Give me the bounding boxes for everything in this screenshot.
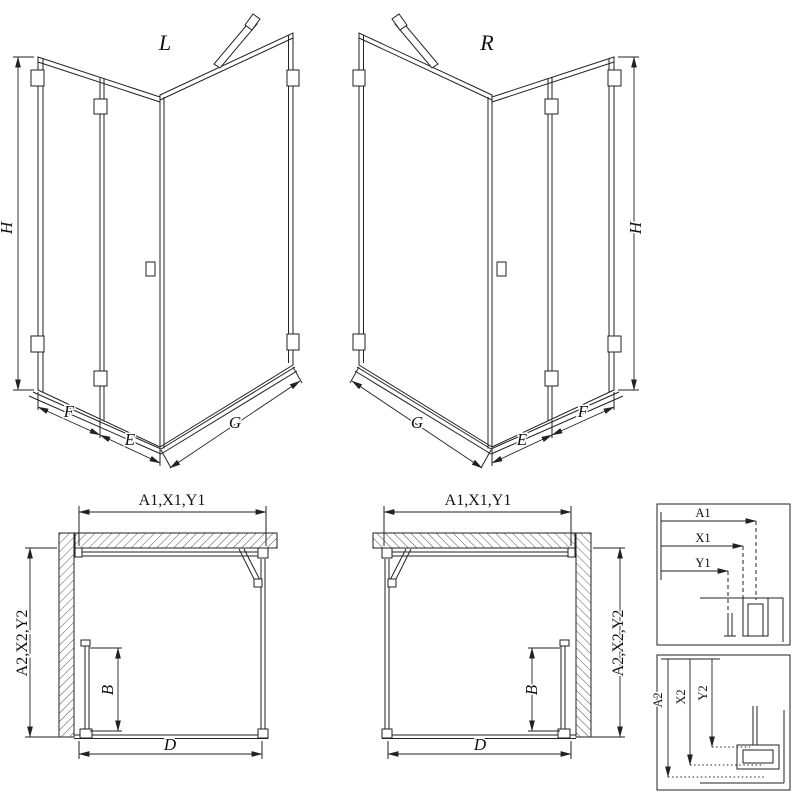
iso-right-geometry (350, 14, 639, 468)
detail-label-a2: A2 (651, 692, 665, 707)
detail-box-frame-bottom (656, 654, 791, 791)
plan-right-geometry (373, 506, 625, 759)
detail-panel-horizontal: A1 X1 Y1 (656, 503, 791, 646)
detail-label-a1: A1 (695, 506, 710, 520)
view-letter-right: R (479, 30, 494, 55)
detail-box-frame-top (656, 503, 791, 646)
plan-left-side-dim-label: A2,X2,Y2 (14, 610, 31, 677)
detail-top-dimensions (660, 512, 757, 613)
plan-right-top-dim-label: A1,X1,Y1 (445, 492, 512, 509)
detail-bottom-dimensions (661, 658, 764, 778)
detail-label-x1: X1 (695, 531, 710, 545)
dim-label-door-right: E (516, 430, 528, 449)
plan-right-door-dim-label: B (522, 684, 541, 695)
wall-profile-section-top (700, 597, 784, 642)
dim-label-fixed-right: F (577, 402, 589, 421)
dim-label-door-left: E (124, 430, 136, 449)
plan-view-right: A1,X1,Y1 A2,X2,Y2 B D (373, 491, 629, 759)
iso-view-left: L H F E G (0, 14, 302, 468)
plan-left-geometry (25, 506, 277, 759)
plan-left-entry-dim-label: D (163, 735, 177, 754)
plan-left-top-dim-label: A1,X1,Y1 (139, 492, 206, 509)
plan-right-entry-dim-label: D (473, 735, 487, 754)
detail-label-y2: Y2 (696, 685, 710, 700)
plan-view-left: A1,X1,Y1 A2,X2,Y2 B D (13, 491, 277, 759)
threshold-profile-section-bottom (700, 706, 785, 784)
iso-left-geometry (13, 14, 302, 468)
view-letter-left: L (158, 30, 171, 55)
plan-left-door-dim-label: B (98, 684, 117, 695)
detail-label-x2: X2 (674, 689, 688, 704)
iso-view-right: R H F E G (350, 14, 647, 468)
plan-right-side-dim-label: A2,X2,Y2 (610, 610, 627, 677)
dim-label-fixed-left: F (63, 402, 75, 421)
detail-label-y1: Y1 (695, 556, 710, 570)
dim-label-height-right: H (626, 220, 645, 235)
dim-label-height-left: H (0, 220, 16, 235)
dim-label-side-right: G (411, 413, 423, 432)
dim-label-side-left: G (229, 413, 241, 432)
detail-panel-vertical: A2 X2 Y2 (650, 654, 791, 791)
